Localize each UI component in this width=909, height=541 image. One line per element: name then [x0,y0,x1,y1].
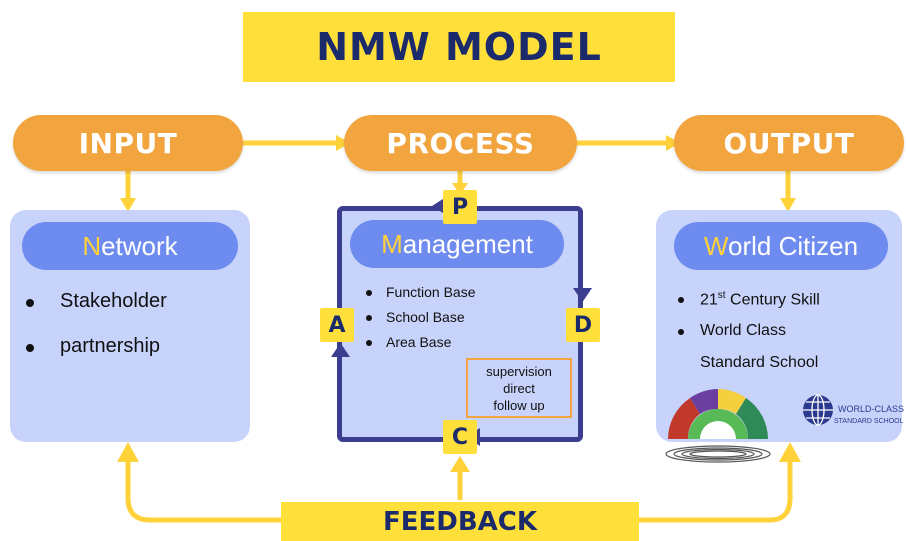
cycle-step-c: C [443,420,477,454]
output-list: 21st Century Skill World Class [678,290,893,354]
globe-icon [803,394,833,426]
arrowhead-a [331,343,350,357]
arrowhead-d [573,288,592,302]
century-text: Century Skill [730,291,820,309]
feedback-right-path [639,460,793,523]
note-line-2: direct [503,380,535,396]
arrowhead-feedback-right [779,442,801,462]
arrowhead-feedback-center [450,456,470,472]
cycle-step-d-label: D [573,312,593,338]
feedback-left-path [125,460,281,523]
cycle-step-d: D [566,308,600,342]
arrowhead-feedback-left [117,442,139,462]
list-item: Area Base [366,334,516,359]
feedback-banner: FEEDBACK [281,502,639,541]
list-item: Function Base [366,284,516,309]
network-heading-rest: etwork [101,230,178,261]
arrowhead-output [666,135,680,151]
list-item: Stakeholder [26,290,241,335]
feedback-label: FEEDBACK [382,506,538,537]
century-suffix: st [717,290,726,301]
stage-input: INPUT [13,115,243,171]
world-class-line-2: Standard School [700,354,819,371]
arrowhead-process [336,135,350,151]
list-item: 21st Century Skill [678,290,893,322]
stage-output-label: OUTPUT [723,126,855,160]
management-heading: Management [350,220,564,268]
cycle-step-p-label: P [451,194,469,220]
cycle-step-a: A [320,308,354,342]
logo-text-bottom: STANDARD SCHOOL [834,418,904,425]
network-heading: Network [22,222,238,270]
diagram-title: NMW MODEL [316,25,602,69]
input-list: Stakeholder partnership [26,290,241,380]
input-panel: Network Stakeholder partnership [10,210,250,442]
world-citizen-heading-rest: orld Citizen [728,230,859,261]
process-list: Function Base School Base Area Base [366,284,516,359]
title-banner: NMW MODEL [243,12,675,82]
world-class-line-1: World Class [700,322,786,339]
arrowhead-process-p [452,183,468,195]
world-citizen-heading-initial: W [703,230,728,261]
arrowhead-input-panel [120,198,136,212]
stage-output: OUTPUT [674,115,904,171]
world-citizen-heading: World Citizen [674,222,888,270]
list-item: partnership [26,335,241,380]
list-item: School Base [366,309,516,334]
stage-input-label: INPUT [78,126,178,160]
network-heading-initial: N [82,230,102,261]
cycle-step-a-label: A [328,312,346,338]
note-line-3: follow up [493,397,545,413]
arrowhead-p [432,197,446,215]
arrowhead-output-panel [780,198,796,212]
note-line-1: supervision [486,363,552,379]
cycle-step-p: P [443,190,477,224]
supervision-note: supervision direct follow up [466,358,572,418]
stage-process-label: PROCESS [386,126,535,160]
century-number: 21 [700,291,718,309]
management-heading-rest: anagement [402,228,533,259]
cycle-step-c-label: C [451,424,469,450]
standards-arc-graphic [665,389,771,463]
stage-process: PROCESS [344,115,577,171]
world-class-logo: WORLD-CLASS STANDARD SCHOOL [803,394,904,426]
list-item: World Class [678,322,893,354]
logo-text-top: WORLD-CLASS [838,404,904,414]
management-heading-initial: M [381,228,403,259]
